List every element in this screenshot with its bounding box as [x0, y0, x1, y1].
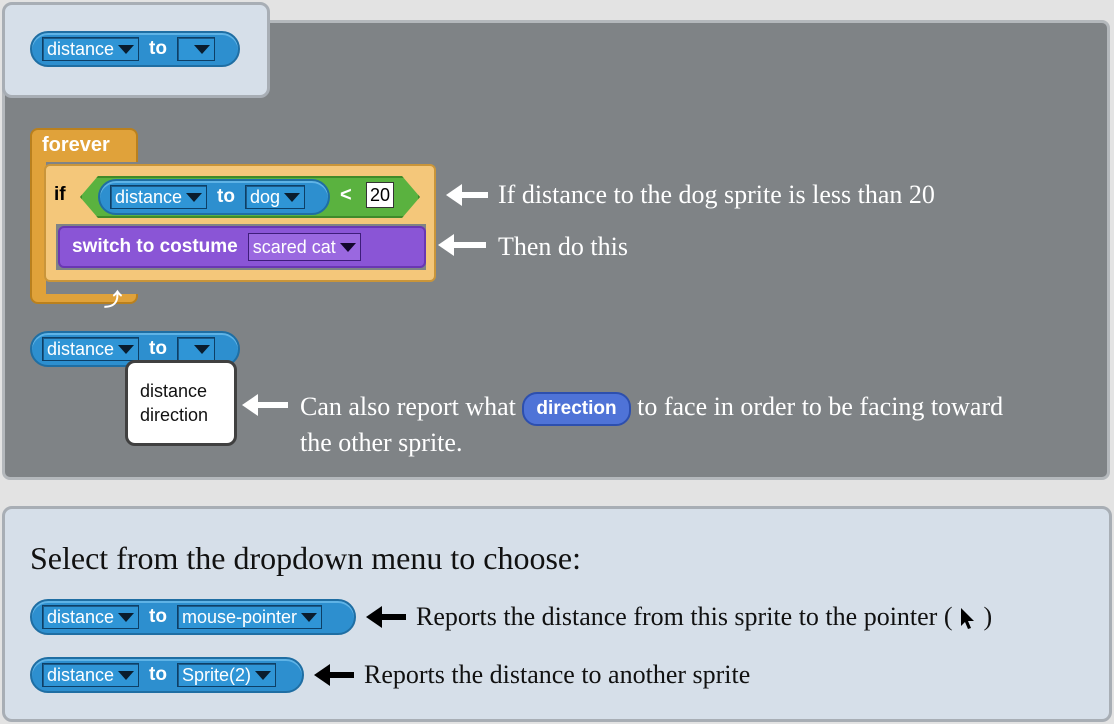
chevron-down-icon: [284, 192, 301, 202]
menu-item-distance[interactable]: distance: [140, 381, 208, 401]
to-keyword: to: [217, 186, 235, 207]
arrow-left-icon: [314, 664, 354, 686]
number-input[interactable]: 20: [366, 182, 394, 208]
forever-label: forever: [42, 134, 110, 156]
then-annotation: Then do this: [498, 232, 628, 261]
attribute-dropdown[interactable]: distance: [42, 605, 140, 629]
chevron-down-icon: [255, 670, 272, 680]
chevron-down-icon: [193, 344, 210, 354]
annotation-text: Reports the distance from this sprite to…: [416, 602, 953, 631]
chevron-down-icon: [118, 344, 135, 354]
to-keyword: to: [149, 338, 167, 359]
target-dropdown[interactable]: Sprite(2): [176, 663, 277, 687]
target-value: mouse-pointer: [181, 606, 298, 627]
chevron-down-icon: [186, 192, 203, 202]
attribute-dropdown-menu: distance direction: [125, 360, 237, 446]
loop-arrow-icon: ⤴: [104, 290, 122, 310]
distance-to-sprite2-reporter[interactable]: distance to Sprite(2): [30, 657, 304, 693]
arrow-left-icon: [438, 234, 486, 256]
to-keyword: to: [149, 606, 167, 627]
arrow-left-icon: [446, 184, 488, 206]
distance-to-dog-reporter[interactable]: distance to dog: [98, 179, 330, 215]
annotation-close-paren: ): [983, 602, 993, 631]
target-dropdown[interactable]: mouse-pointer: [176, 605, 323, 629]
less-than-operator: <: [340, 184, 352, 206]
to-keyword: to: [149, 664, 167, 685]
attribute-value: distance: [47, 664, 115, 685]
distance-to-mouse-pointer-reporter[interactable]: distance to mouse-pointer: [30, 599, 356, 635]
menu-item-direction[interactable]: direction: [140, 405, 209, 425]
attribute-dropdown[interactable]: distance: [110, 185, 208, 209]
switch-costume-label: switch to costume: [72, 236, 238, 257]
annotation-suffix: to face in order to be facing toward: [637, 392, 1004, 421]
mouse-pointer-icon: [961, 608, 974, 630]
attribute-value: distance: [47, 38, 115, 59]
chevron-down-icon: [193, 44, 210, 54]
attribute-value: distance: [47, 338, 115, 359]
direction-annotation: Can also report what direction to face i…: [300, 390, 1090, 460]
costume-dropdown[interactable]: scared cat: [247, 233, 361, 261]
target-value: Sprite(2): [181, 664, 252, 685]
attribute-dropdown[interactable]: distance: [42, 663, 140, 687]
annotation-prefix: Can also report what: [300, 392, 516, 421]
mouse-pointer-annotation: Reports the distance from this sprite to…: [416, 602, 992, 632]
target-dropdown[interactable]: dog: [244, 185, 306, 209]
attribute-value: distance: [47, 606, 115, 627]
annotation-line2: the other sprite.: [300, 428, 463, 458]
distance-to-reporter-top[interactable]: distance to: [30, 31, 240, 67]
attribute-dropdown[interactable]: distance: [42, 37, 140, 61]
direction-reporter-pill: direction: [522, 392, 631, 427]
chevron-down-icon: [118, 670, 135, 680]
chevron-down-icon: [301, 612, 318, 622]
arrow-left-icon: [366, 606, 406, 628]
attribute-dropdown[interactable]: distance: [42, 337, 140, 361]
if-annotation: If distance to the dog sprite is less th…: [498, 180, 935, 209]
target-dropdown[interactable]: [176, 337, 215, 361]
target-dropdown[interactable]: [176, 37, 215, 61]
arrow-left-icon: [242, 394, 288, 416]
attribute-value: distance: [115, 186, 183, 207]
if-label: if: [54, 184, 66, 205]
to-keyword: to: [149, 38, 167, 59]
costume-value: scared cat: [252, 236, 336, 257]
switch-costume-block[interactable]: switch to costume scared cat: [58, 226, 426, 268]
options-heading: Select from the dropdown menu to choose:: [30, 540, 581, 576]
sprite-annotation: Reports the distance to another sprite: [364, 660, 751, 689]
chevron-down-icon: [118, 612, 135, 622]
chevron-down-icon: [339, 242, 356, 252]
target-value: dog: [249, 186, 281, 207]
chevron-down-icon: [118, 44, 135, 54]
